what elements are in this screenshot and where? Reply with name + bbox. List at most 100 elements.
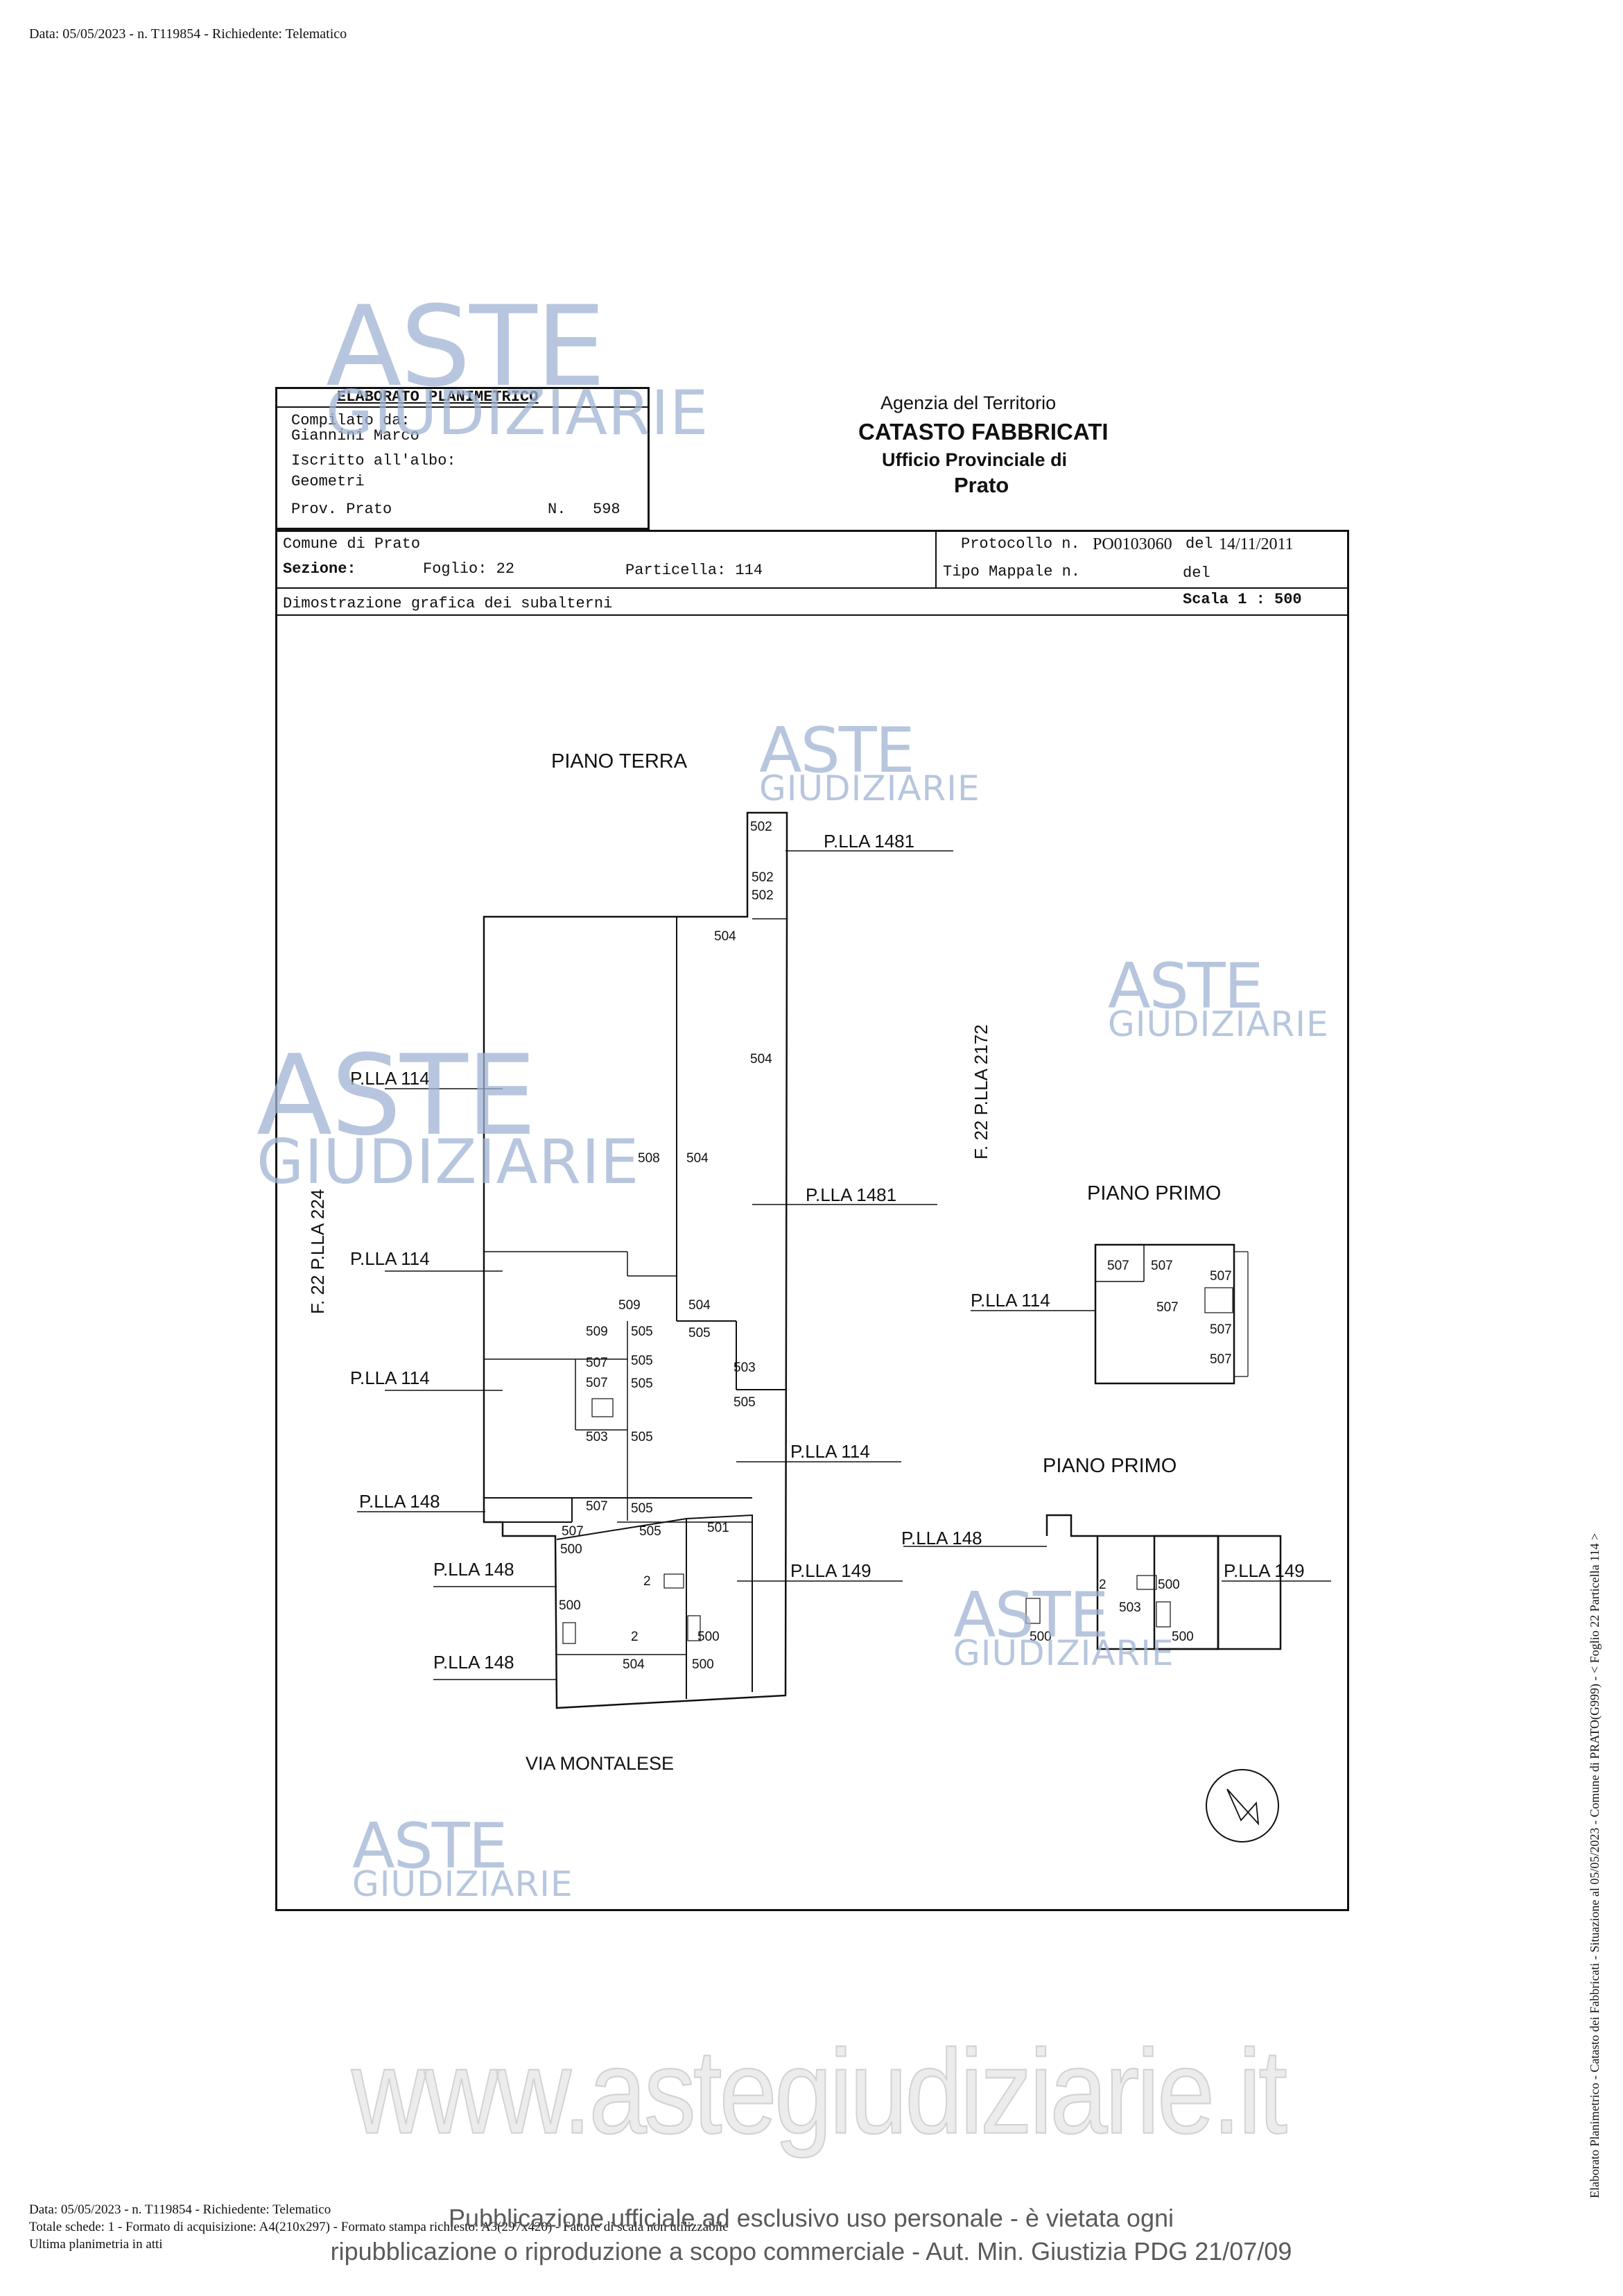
sub-507-i: 507 bbox=[1210, 1322, 1232, 1337]
agency-line1: Agenzia del Territorio bbox=[880, 392, 1057, 413]
sub-500-d: 500 bbox=[692, 1657, 714, 1672]
pll-114-label-5: P.LLA 114 bbox=[971, 1290, 1050, 1311]
terra-outline bbox=[483, 811, 788, 1709]
info-divider bbox=[275, 587, 1349, 589]
sub-507-j: 507 bbox=[1210, 1352, 1232, 1367]
tipo-del: del bbox=[1183, 564, 1210, 582]
sub-2-c: 2 bbox=[1099, 1578, 1106, 1592]
sub-500: 500 bbox=[560, 1542, 582, 1557]
sub-500-e: 500 bbox=[1158, 1578, 1180, 1592]
piano-primo-label: PIANO PRIMO bbox=[1087, 1182, 1222, 1205]
registered-label: Iscritto all'albo: bbox=[291, 452, 456, 469]
foglio: Foglio: 22 bbox=[423, 560, 515, 578]
agency-line4: Prato bbox=[954, 473, 1009, 497]
pll-1481-label-2: P.LLA 1481 bbox=[806, 1184, 897, 1205]
sub-505-e: 505 bbox=[734, 1395, 756, 1410]
n-value: 598 bbox=[593, 501, 620, 518]
primo-lower-outline bbox=[1045, 1514, 1220, 1650]
sub-507-e: 507 bbox=[1107, 1259, 1129, 1273]
pll-114-label-2: P.LLA 114 bbox=[350, 1248, 430, 1269]
sub-509: 509 bbox=[618, 1298, 641, 1313]
sub-507-g: 507 bbox=[1210, 1269, 1232, 1284]
pll-1481-label: P.LLA 1481 bbox=[824, 831, 915, 852]
info-vdivider bbox=[935, 530, 937, 587]
sub-507-c: 507 bbox=[586, 1499, 608, 1514]
sub-501: 501 bbox=[707, 1521, 729, 1535]
title-divider bbox=[275, 406, 650, 408]
particella: Particella: 114 bbox=[625, 562, 763, 579]
sub-507-b: 507 bbox=[586, 1376, 608, 1390]
pll-148-label-4: P.LLA 148 bbox=[901, 1528, 982, 1548]
n-label: N. bbox=[548, 501, 566, 518]
f22-224-label: F. 22 P.LLA 224 bbox=[307, 1189, 328, 1314]
comune: Comune di Prato bbox=[283, 535, 421, 553]
primo-upper-outline bbox=[1094, 1243, 1235, 1385]
sub-504: 504 bbox=[714, 929, 736, 944]
protocollo-del: del bbox=[1186, 535, 1213, 553]
footer-line3: Ultima planimetria in atti bbox=[29, 2237, 163, 2252]
sub-503-b: 503 bbox=[586, 1430, 608, 1444]
sub-505-b: 505 bbox=[688, 1326, 711, 1340]
dimostrazione: Dimostrazione grafica dei subalterni bbox=[283, 595, 613, 612]
agency-line3: Ufficio Provinciale di bbox=[882, 449, 1068, 470]
pll-149-label: P.LLA 149 bbox=[790, 1560, 871, 1581]
protocollo-label: Protocollo n. bbox=[961, 535, 1080, 553]
sub-505-d: 505 bbox=[631, 1376, 653, 1391]
scala: Scala 1 : 500 bbox=[1183, 591, 1302, 608]
sub-504-d: 504 bbox=[688, 1298, 711, 1313]
header-text: Data: 05/05/2023 - n. T119854 - Richiede… bbox=[29, 26, 347, 42]
sub-2: 2 bbox=[643, 1574, 651, 1589]
main-frame bbox=[275, 530, 1349, 1911]
site-watermark: www.astegiudiziarie.it bbox=[351, 2023, 1288, 2159]
sezione: Sezione: bbox=[283, 560, 356, 578]
piano-terra-label: PIANO TERRA bbox=[551, 750, 688, 772]
sub-507-f: 507 bbox=[1151, 1259, 1173, 1273]
pll-114-label-4: P.LLA 114 bbox=[790, 1441, 870, 1462]
registered-value: Geometri bbox=[291, 473, 365, 490]
protocollo-value: PO0103060 bbox=[1093, 535, 1172, 553]
sub-508: 508 bbox=[638, 1151, 660, 1166]
via-label: VIA MONTALESE bbox=[526, 1753, 675, 1774]
sub-504-b: 504 bbox=[750, 1052, 772, 1067]
pll-148-label-2: P.LLA 148 bbox=[433, 1559, 514, 1580]
pll-148-label-3: P.LLA 148 bbox=[433, 1652, 514, 1673]
pll-114-label: P.LLA 114 bbox=[350, 1068, 430, 1089]
sub-500-f: 500 bbox=[1030, 1630, 1052, 1644]
sub-503-c: 503 bbox=[1119, 1600, 1141, 1615]
protocollo-date: 14/11/2011 bbox=[1219, 535, 1294, 553]
f22-2172-label: F. 22 P.LLA 2172 bbox=[971, 1024, 991, 1159]
sub-503: 503 bbox=[734, 1361, 756, 1375]
sub-500-b: 500 bbox=[559, 1598, 581, 1613]
publication-notice-2: ripubblicazione o riproduzione a scopo c… bbox=[330, 2237, 1292, 2265]
pll-114-label-3: P.LLA 114 bbox=[350, 1367, 430, 1388]
publication-notice-1: Pubblicazione ufficiale ad esclusivo uso… bbox=[449, 2204, 1174, 2232]
piano-primo-label-2: PIANO PRIMO bbox=[1043, 1455, 1177, 1477]
sub-502-c: 502 bbox=[752, 888, 774, 903]
pll-148-label: P.LLA 148 bbox=[359, 1491, 440, 1512]
sub-507-h: 507 bbox=[1156, 1300, 1179, 1315]
title-box bbox=[275, 387, 650, 530]
sub-505: 505 bbox=[631, 1324, 653, 1339]
sub-507-d: 507 bbox=[562, 1524, 584, 1539]
compiled-label: Compilato da: bbox=[291, 412, 410, 429]
tipo-mappale: Tipo Mappale n. bbox=[943, 563, 1081, 580]
sub-504-e: 504 bbox=[623, 1657, 645, 1672]
sub-509-b: 509 bbox=[586, 1324, 608, 1339]
prov: Prov. Prato bbox=[291, 501, 392, 518]
sub-502: 502 bbox=[750, 820, 772, 834]
sub-502-b: 502 bbox=[752, 870, 774, 885]
sub-505-h: 505 bbox=[639, 1524, 661, 1539]
sub-505-g: 505 bbox=[631, 1501, 653, 1516]
side-text: Elaborato Planimetrico - Catasto dei Fab… bbox=[1588, 1533, 1602, 2198]
doc-title: ELABORATO PLANIMETRICO bbox=[337, 388, 539, 406]
info-divider2 bbox=[275, 614, 1349, 616]
sub-505-c: 505 bbox=[631, 1354, 653, 1368]
sub-2-b: 2 bbox=[631, 1630, 639, 1644]
compiled-name: Giannini Marco bbox=[291, 427, 419, 444]
sub-500-c: 500 bbox=[697, 1630, 720, 1644]
sub-507: 507 bbox=[586, 1356, 608, 1370]
sub-500-g: 500 bbox=[1172, 1630, 1194, 1644]
sub-504-c: 504 bbox=[686, 1151, 709, 1166]
sub-505-f: 505 bbox=[631, 1430, 653, 1444]
